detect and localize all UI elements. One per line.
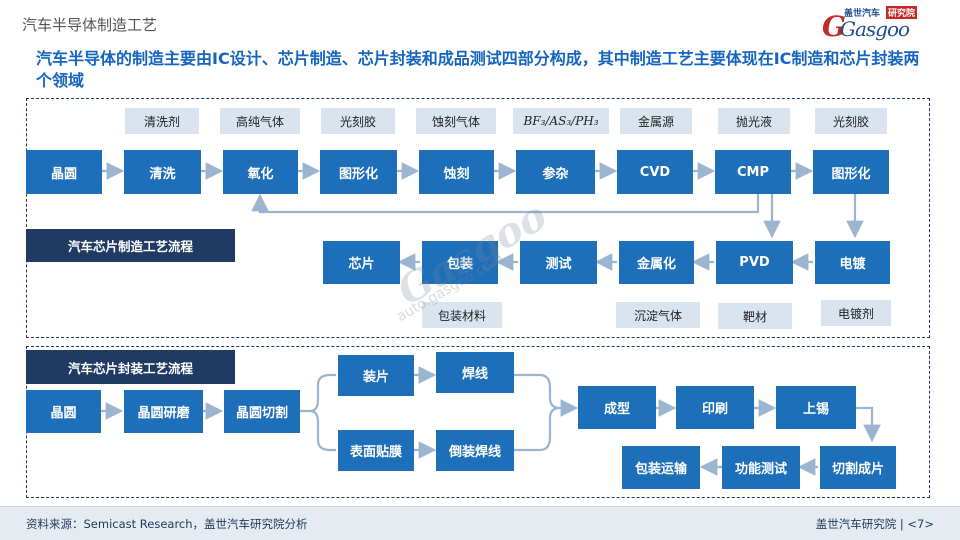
logo-en-name: Gasgoo bbox=[840, 17, 910, 41]
input-deposition-gas: 沉淀气体 bbox=[616, 302, 700, 328]
step-oxidation: 氧化 bbox=[223, 150, 298, 194]
pkg-step-surface-film: 表面贴膜 bbox=[338, 430, 414, 471]
input-metal-source: 金属源 bbox=[620, 108, 692, 134]
step-patterning-2: 图形化 bbox=[813, 150, 889, 194]
input-pure-gas: 高纯气体 bbox=[220, 108, 300, 134]
headline: 汽车半导体的制造主要由IC设计、芯片制造、芯片封装和成品测试四部分构成，其中制造… bbox=[36, 49, 920, 90]
input-plating-agent: 电镀剂 bbox=[821, 300, 891, 326]
pkg-step-die-attach: 装片 bbox=[338, 355, 414, 396]
footer: 资料来源：Semicast Research，盖世汽车研究院分析 盖世汽车研究院… bbox=[0, 506, 960, 540]
step-chip: 芯片 bbox=[323, 241, 400, 284]
pkg-step-molding: 成型 bbox=[578, 386, 656, 429]
step-etching: 蚀刻 bbox=[419, 150, 494, 194]
input-cleaning-agent: 清洗剂 bbox=[125, 108, 199, 134]
pkg-step-singulation: 切割成片 bbox=[820, 446, 896, 489]
step-patterning: 图形化 bbox=[320, 150, 397, 194]
pkg-step-tinning: 上锡 bbox=[776, 386, 856, 429]
input-package-material: 包装材料 bbox=[422, 302, 502, 328]
input-photoresist-2: 光刻胶 bbox=[815, 108, 887, 134]
pkg-step-dicing: 晶圆切割 bbox=[224, 390, 300, 433]
logo-cn-name: 盖世汽车 bbox=[844, 9, 881, 19]
pkg-step-function-test: 功能测试 bbox=[722, 446, 800, 489]
step-cvd: CVD bbox=[617, 150, 693, 194]
input-dopants: BF₃/AS₃/PH₃ bbox=[513, 108, 609, 134]
pkg-step-printing: 印刷 bbox=[676, 386, 754, 429]
gasgoo-logo: G 盖世汽车 研究院 Gasgoo bbox=[822, 6, 942, 43]
footer-source: 资料来源：Semicast Research，盖世汽车研究院分析 bbox=[26, 517, 308, 531]
logo-cn-tag: 研究院 bbox=[886, 6, 918, 19]
step-cmp: CMP bbox=[715, 150, 791, 194]
pkg-step-wafer: 晶圆 bbox=[26, 390, 101, 433]
manufacturing-section-label: 汽车芯片制造工艺流程 bbox=[26, 229, 235, 262]
input-etch-gas: 蚀刻气体 bbox=[416, 108, 496, 134]
footer-page: 盖世汽车研究院 | <7> bbox=[815, 517, 934, 531]
step-pvd: PVD bbox=[716, 241, 793, 284]
input-photoresist: 光刻胶 bbox=[321, 108, 395, 134]
input-target: 靶材 bbox=[718, 303, 792, 329]
page-label: 汽车半导体制造工艺 bbox=[22, 16, 158, 34]
pkg-step-pack-ship: 包装运输 bbox=[622, 446, 700, 489]
pkg-step-wire-bond: 焊线 bbox=[436, 352, 514, 393]
step-metallization: 金属化 bbox=[619, 241, 694, 284]
manufacturing-panel bbox=[26, 98, 930, 338]
step-test: 测试 bbox=[520, 241, 597, 284]
packaging-section-label: 汽车芯片封装工艺流程 bbox=[26, 350, 235, 384]
pkg-step-grinding: 晶圆研磨 bbox=[124, 390, 203, 433]
step-plating: 电镀 bbox=[815, 241, 890, 284]
step-doping: 参杂 bbox=[516, 150, 595, 194]
step-wafer: 晶圆 bbox=[26, 150, 102, 194]
top-bar: 汽车半导体制造工艺 G 盖世汽车 研究院 Gasgoo bbox=[0, 0, 960, 44]
step-package: 包装 bbox=[422, 241, 498, 284]
pkg-step-flip-chip: 倒装焊线 bbox=[436, 430, 514, 471]
input-polishing-fluid: 抛光液 bbox=[718, 108, 790, 134]
step-cleaning: 清洗 bbox=[124, 150, 201, 194]
